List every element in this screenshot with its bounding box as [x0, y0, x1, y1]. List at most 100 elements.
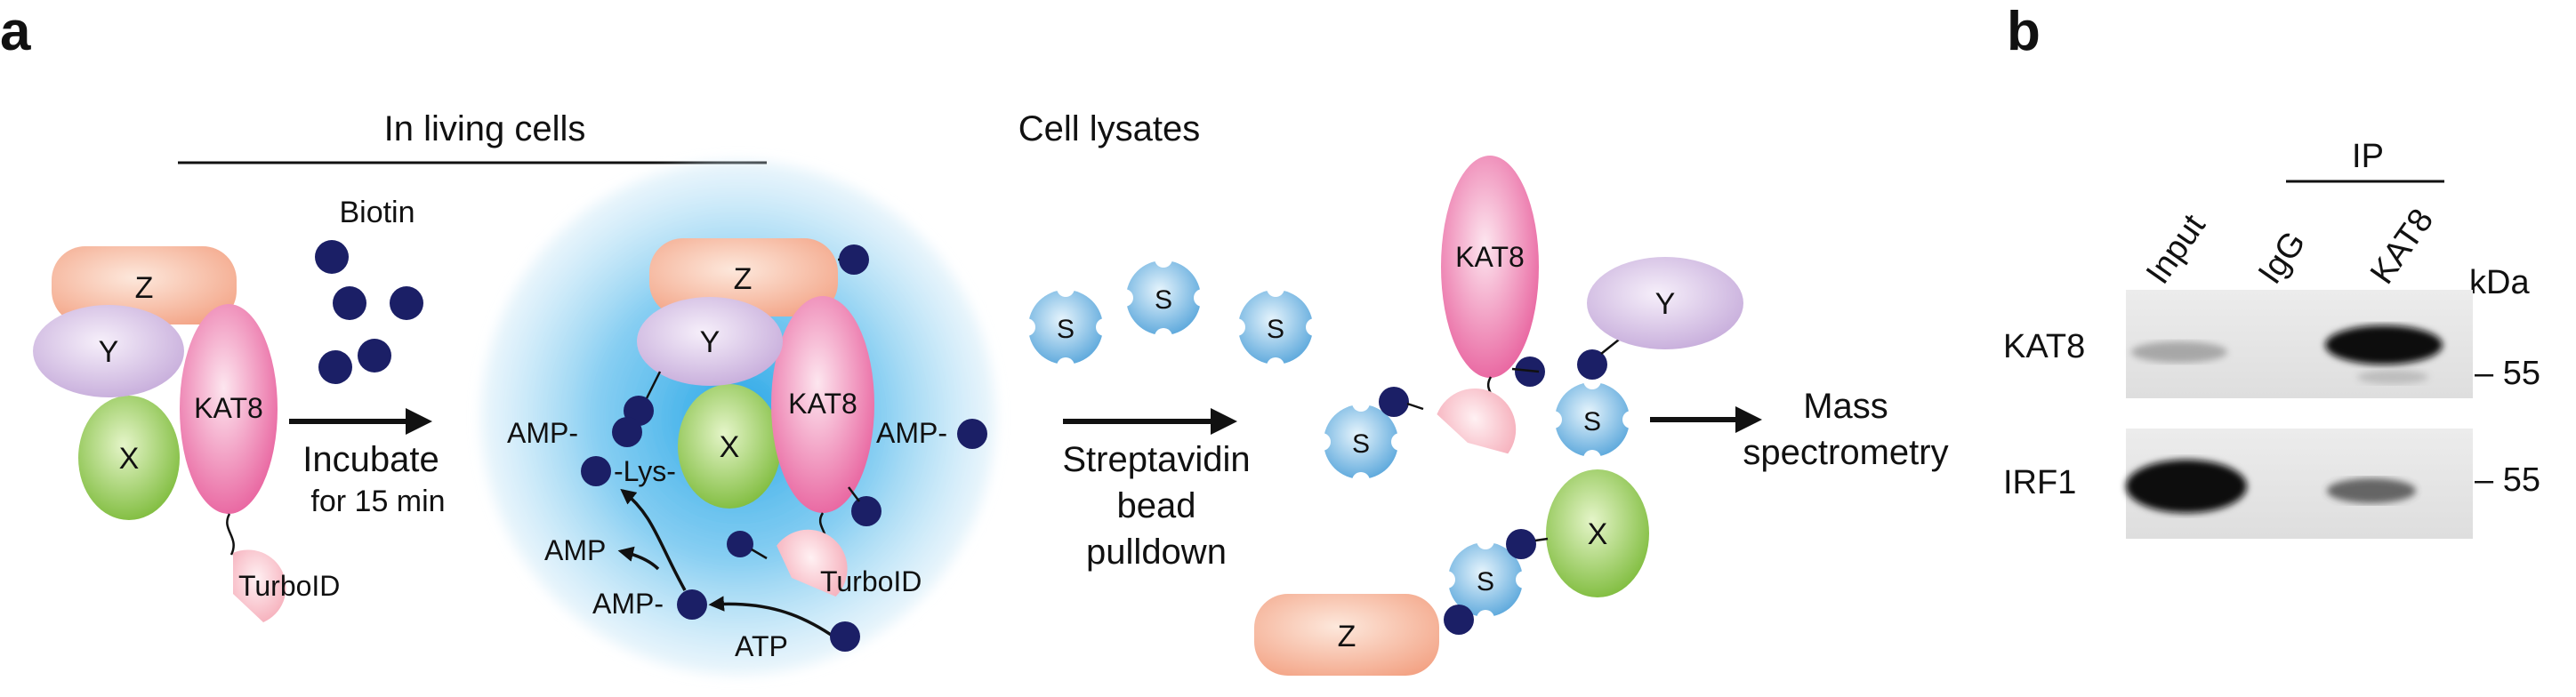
biotin-dot: [727, 531, 753, 557]
captured-proteins-group: KAT8 S Y S X S: [1254, 156, 1743, 676]
biotin-dot: [957, 419, 987, 449]
panel-b-label: b: [2007, 1, 2041, 62]
band-kat8-input: [2131, 341, 2227, 363]
reaction-arrow-to-amp: [617, 546, 660, 571]
svg-text:S: S: [1477, 567, 1494, 597]
protein-z-shape: [649, 238, 838, 316]
protein-z-label: Z: [734, 262, 753, 296]
ip-header: IP: [2352, 138, 2384, 175]
turboid-shape: [233, 549, 286, 622]
amp-product-label: AMP: [544, 534, 606, 566]
lane-label-kat8: KAT8: [2363, 203, 2441, 292]
biotin-dot: [612, 417, 642, 447]
atp-label: ATP: [735, 630, 788, 662]
mass-spec-label-2: spectrometry: [1743, 433, 1948, 472]
biotin-dot: [358, 339, 391, 373]
streptavidin-bead: S: [1544, 372, 1640, 468]
linker-line: [226, 513, 235, 556]
biotin-dot: [830, 621, 860, 652]
turboid-shape: [777, 529, 848, 597]
in-living-cells-header: In living cells: [384, 109, 586, 148]
protein-x-shape: [1546, 469, 1649, 597]
pulldown-label-1: Streptavidin: [1062, 440, 1250, 479]
kat8-shape: [1441, 156, 1539, 378]
streptavidin-bead: S: [1437, 532, 1534, 628]
protein-y-label: Y: [700, 325, 720, 359]
biotin-dot: [677, 589, 707, 620]
protein-y-shape: [637, 297, 783, 386]
biotin-bond: [1534, 537, 1549, 542]
svg-text:S: S: [1155, 285, 1172, 315]
protein-x-label: X: [1588, 517, 1608, 551]
pulldown-label-3: pulldown: [1086, 533, 1227, 572]
streptavidin-bead: S: [1313, 394, 1409, 490]
protein-y-label: Y: [1655, 287, 1676, 321]
protein-z-shape: [52, 246, 237, 324]
incubate-duration-label: for 15 min: [310, 485, 445, 518]
biotin-dot: [851, 496, 881, 526]
band-irf1-ip: [2327, 478, 2416, 503]
turboid-shape: [1437, 389, 1517, 454]
blot-marker-kat8: – 55: [2475, 355, 2540, 392]
protein-z-shape: [1254, 594, 1439, 676]
kat8-label: KAT8: [1455, 241, 1525, 273]
blot-row-label-irf1: IRF1: [2003, 464, 2076, 501]
biotin-dot: [390, 286, 423, 320]
biotin-molecules: [315, 240, 423, 384]
pulldown-label-2: bead: [1117, 486, 1196, 525]
streptavidin-bead: S: [1115, 250, 1212, 346]
biotin-dot: [1379, 387, 1409, 417]
kat8-label: KAT8: [194, 392, 263, 424]
blot-row-label-kat8: KAT8: [2003, 328, 2085, 365]
protein-x-shape: [678, 384, 781, 509]
biotin-dot: [1577, 349, 1607, 380]
svg-text:S: S: [1352, 429, 1370, 459]
band-kat8-ip: [2325, 325, 2443, 365]
streptavidin-bead: S: [1228, 279, 1324, 375]
biotin-dot: [839, 244, 869, 275]
band-kat8-ip-lower: [2357, 370, 2428, 384]
protein-x-label: X: [720, 430, 740, 464]
kat8-shape: [771, 296, 874, 513]
kat8-label: KAT8: [788, 388, 857, 420]
protein-y-shape: [33, 305, 184, 397]
biotin-bond: [1406, 402, 1424, 411]
biotin-dot: [1506, 529, 1536, 559]
turboid-label: TurboID: [820, 565, 922, 597]
kda-unit-label: kDa: [2469, 264, 2530, 301]
lane-label-igg: IgG: [2251, 225, 2314, 291]
amp-label: AMP-: [876, 417, 947, 449]
panel-a-label: a: [0, 1, 31, 62]
biotin-dot: [333, 286, 366, 320]
reaction-arrow-from-atp: [708, 596, 838, 640]
bait-complex-group: Z X KAT8 Y TurboID: [33, 246, 340, 622]
svg-text:S: S: [1057, 315, 1075, 344]
lys-label: -Lys-: [614, 455, 676, 487]
band-irf1-input: [2126, 460, 2247, 513]
streptavidin-beads: S S S: [1018, 250, 1324, 375]
biotin-bond: [1511, 367, 1540, 373]
biotin-dot: [581, 456, 611, 486]
biotin-bond: [848, 486, 860, 502]
biotin-label: Biotin: [339, 196, 415, 229]
protein-z-label: Z: [1338, 620, 1356, 653]
kat8-shape: [180, 304, 278, 514]
reaction-arrow-to-lys: [620, 488, 687, 591]
protein-z-label: Z: [135, 271, 154, 305]
svg-text:S: S: [1267, 315, 1284, 344]
incubate-label: Incubate: [302, 440, 439, 479]
protein-x-shape: [78, 396, 180, 520]
biotin-dot: [315, 240, 349, 274]
biotin-dot: [318, 350, 352, 384]
protein-y-shape: [1587, 257, 1743, 349]
amp-label: AMP-: [507, 417, 578, 449]
cell-lysates-header: Cell lysates: [1018, 109, 1201, 148]
blot-marker-irf1: – 55: [2475, 461, 2540, 499]
protein-x-label: X: [119, 442, 140, 476]
amp-label: AMP-: [592, 588, 664, 620]
biotin-dot: [1444, 605, 1474, 635]
living-cell-group: Z X KAT8 Y AMP- -Lys- AMP- TurboID AMP A…: [480, 160, 996, 676]
lane-label-input: Input: [2139, 207, 2213, 291]
biotin-bond: [751, 548, 768, 560]
